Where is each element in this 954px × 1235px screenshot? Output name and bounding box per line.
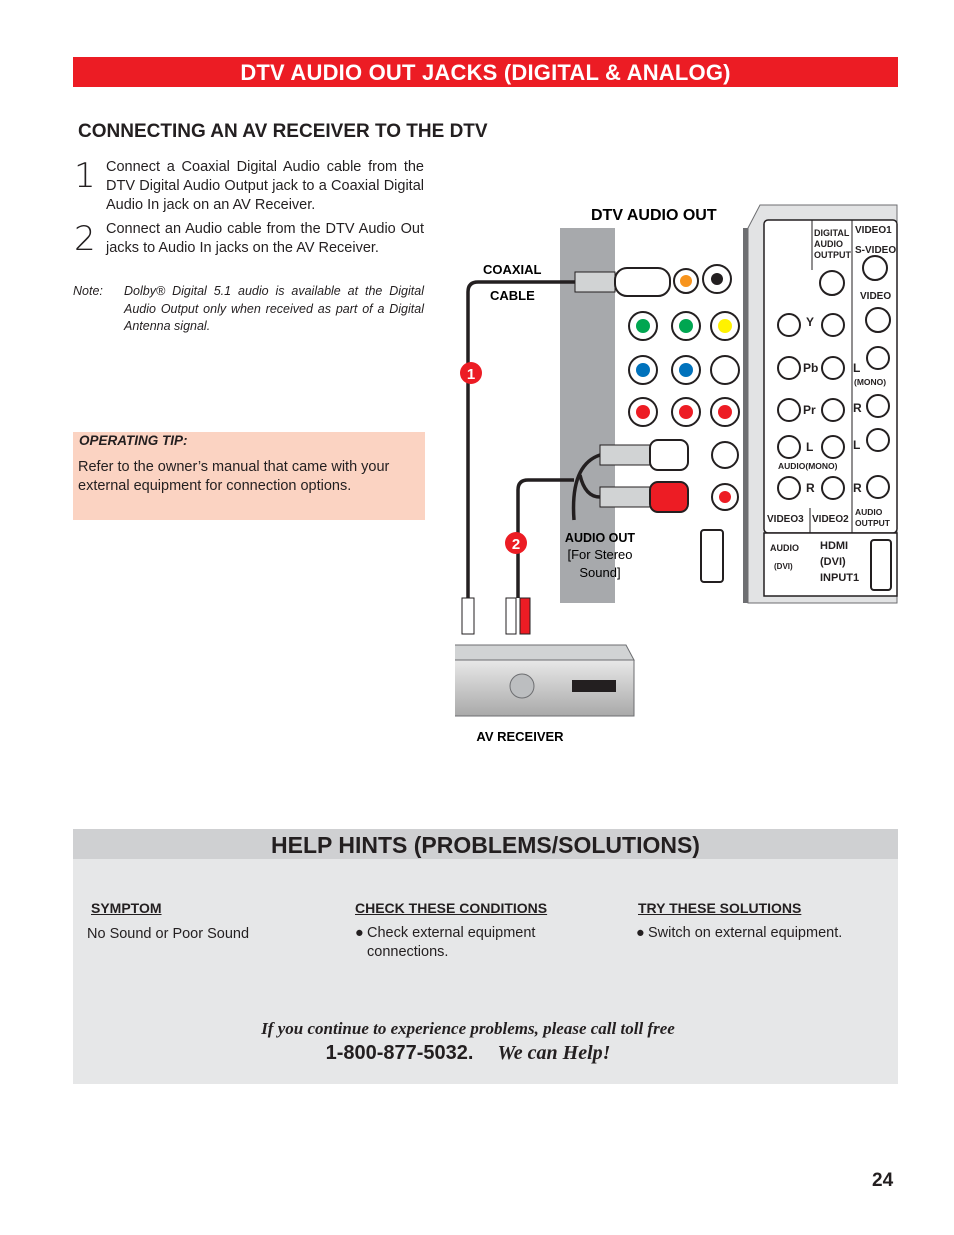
symptom-heading: SYMPTOM [91, 900, 162, 916]
panel-audio-output-2: OUTPUT [855, 518, 891, 528]
step-1-number: 1 [74, 156, 96, 196]
panel-pr: Pr [803, 403, 816, 417]
page-number: 24 [872, 1170, 894, 1191]
try-bullet: ● [636, 925, 645, 941]
step-2-number: 2 [74, 219, 96, 259]
panel-y: Y [806, 315, 814, 329]
check-conditions-heading: CHECK THESE CONDITIONS [355, 900, 548, 916]
section-subheading: CONNECTING AN AV RECEIVER TO THE DTV [78, 121, 488, 142]
help-hints-title-bar [73, 829, 898, 859]
connection-diagram: 1 2 DTV AUDIO OUT COAXIAL CABLE AUDIO OU… [455, 204, 898, 744]
check-bullet: ● [355, 925, 364, 941]
check-conditions-text: Check external equipment connections. [367, 925, 536, 960]
panel-l-right: L [853, 361, 860, 375]
step-2-text: Connect an Audio cable from the DTV Audi… [106, 221, 424, 256]
coaxial-label: COAXIAL [483, 262, 542, 277]
panel-svideo: S-VIDEO [855, 245, 896, 256]
operating-tip-box: OPERATING TIP: Refer to the owner’s manu… [73, 432, 425, 520]
panel-hdmi-dvi: (DVI) [820, 556, 846, 568]
av-receiver-label: AV RECEIVER [476, 729, 564, 744]
callout-2-text: 2 [512, 536, 520, 553]
symptom-text: No Sound or Poor Sound [87, 926, 250, 942]
try-solutions-heading: TRY THESE SOLUTIONS [638, 900, 802, 916]
cable-label: CABLE [490, 288, 535, 303]
coaxial-cable [461, 267, 671, 635]
operating-tip-title: OPERATING TIP: [79, 433, 188, 448]
help-contact-line: 1-800-877-5032. We can Help! [73, 1042, 863, 1065]
callout-1-badge: 1 [460, 362, 482, 384]
panel-hdmi: HDMI [820, 540, 848, 552]
panel-labels: DIGITAL AUDIO OUTPUT VIDEO1 S-VIDEO VIDE… [767, 225, 896, 584]
panel-r-left: R [806, 481, 815, 495]
panel-l-left: L [806, 440, 813, 454]
help-hints-panel [73, 829, 898, 1084]
panel-dvi: (DVI) [774, 562, 793, 571]
sound-label: Sound] [579, 565, 620, 580]
dtv-audio-out-label: DTV AUDIO OUT [591, 207, 717, 224]
panel-audio-output: AUDIO [855, 507, 883, 517]
component-jacks [628, 264, 740, 583]
try-solutions-text: Switch on external equipment. [648, 925, 843, 941]
step-1-text: Connect a Coaxial Digital Audio cable fr… [106, 159, 424, 213]
note-label: Note: [73, 284, 103, 298]
callout-1-text: 1 [467, 366, 475, 383]
panel-output: OUTPUT [814, 250, 852, 260]
section-banner: DTV AUDIO OUT JACKS (DIGITAL & ANALOG) [73, 57, 898, 87]
panel-video3: VIDEO3 [767, 514, 804, 525]
audio-cable [505, 439, 689, 635]
we-can-help: We can Help! [497, 1042, 611, 1064]
help-hints-title: HELP HINTS (PROBLEMS/SOLUTIONS) [271, 832, 700, 858]
help-phone: 1-800-877-5032. [325, 1042, 474, 1064]
right-panel-jacks [777, 255, 892, 591]
panel-l-right-2: L [853, 438, 860, 452]
panel-audio-mono: AUDIO(MONO) [778, 461, 838, 471]
panel-input1: INPUT1 [820, 572, 859, 584]
help-callout: If you continue to experience problems, … [261, 1019, 675, 1038]
banner-title: DTV AUDIO OUT JACKS (DIGITAL & ANALOG) [240, 60, 731, 85]
panel-r-right-2: R [853, 481, 862, 495]
panel-video: VIDEO [860, 291, 891, 302]
panel-digital: DIGITAL [814, 228, 850, 238]
for-stereo-label: [For Stereo [567, 547, 632, 562]
panel-video1: VIDEO1 [855, 225, 892, 236]
callout-2-badge: 2 [505, 532, 527, 554]
panel-audio-dvi: AUDIO [770, 543, 799, 553]
panel-mono: (MONO) [854, 377, 886, 387]
note-text: Dolby® Digital 5.1 audio is available at… [124, 284, 424, 333]
operating-tip-body: Refer to the owner’s manual that came wi… [78, 459, 390, 494]
av-receiver-illustration [455, 644, 635, 717]
panel-video2: VIDEO2 [812, 514, 849, 525]
audio-out-label: AUDIO OUT [565, 531, 636, 545]
panel-pb: Pb [803, 361, 818, 375]
panel-audio: AUDIO [814, 239, 843, 249]
panel-r-right: R [853, 401, 862, 415]
